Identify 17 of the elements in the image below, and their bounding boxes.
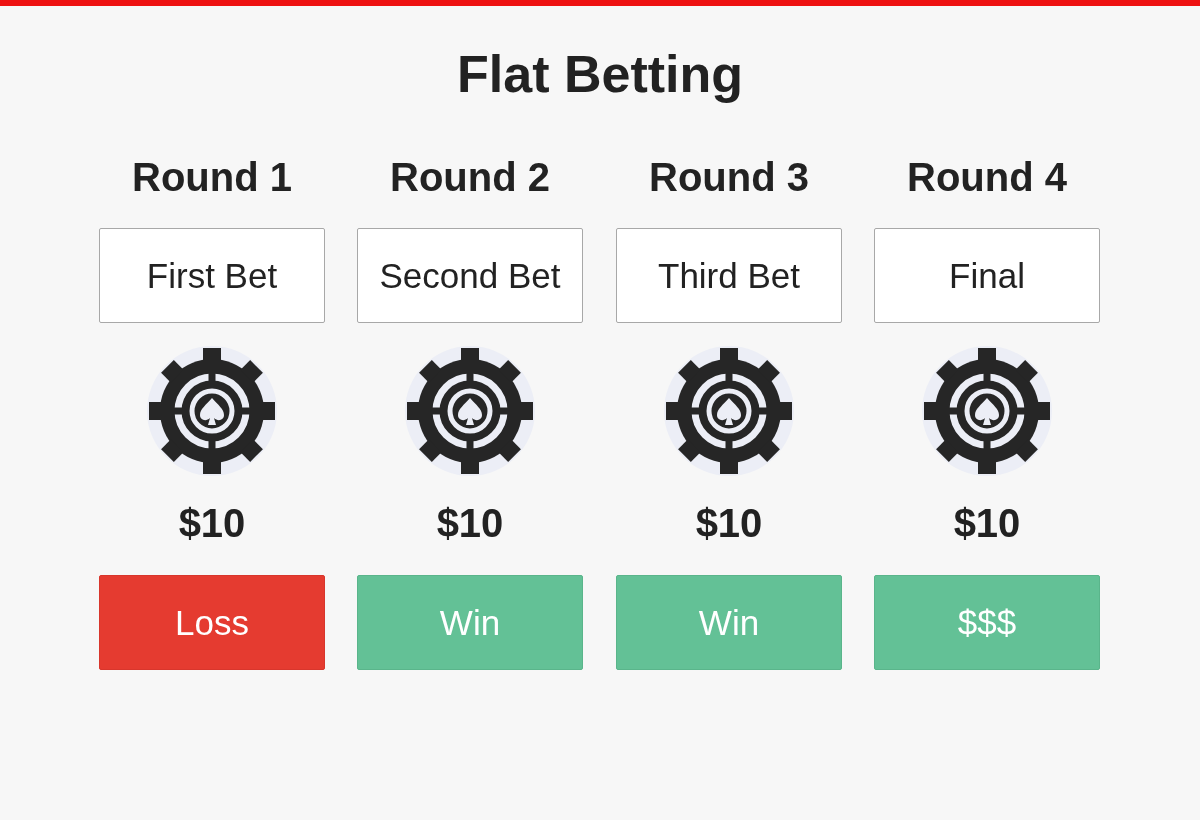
round-heading: Round 4: [907, 155, 1067, 199]
bet-amount: $10: [178, 501, 246, 545]
round-heading: Round 1: [132, 155, 292, 199]
bet-box: Second Bet: [357, 228, 583, 323]
bet-amount: $10: [695, 501, 763, 545]
outcome-box: Loss: [99, 575, 325, 670]
round-heading: Round 2: [390, 155, 550, 199]
bet-box: Third Bet: [616, 228, 842, 323]
round-heading: Round 3: [649, 155, 809, 199]
bet-box: Final: [874, 228, 1100, 323]
outcome-box: $$$: [874, 575, 1100, 670]
bet-amount: $10: [953, 501, 1021, 545]
bet-amount: $10: [436, 501, 504, 545]
outcome-box: Win: [357, 575, 583, 670]
bet-box: First Bet: [99, 228, 325, 323]
outcome-box: Win: [616, 575, 842, 670]
title: Flat Betting: [457, 46, 743, 104]
